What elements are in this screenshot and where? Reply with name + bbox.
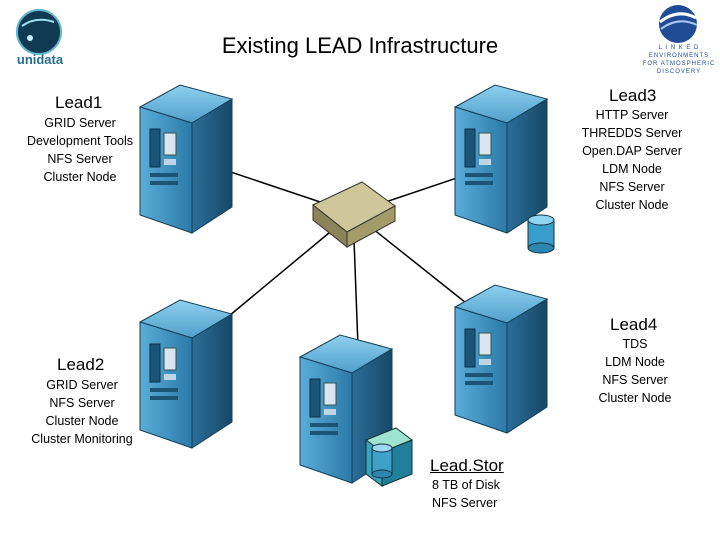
node-lead3-title: Lead3	[609, 86, 657, 105]
role: GRID Server	[44, 116, 116, 130]
role: Open.DAP Server	[582, 144, 682, 158]
node-leadstor-title: Lead.Stor	[430, 456, 504, 475]
lead-logo-line-3: FOR ATMOSPHERIC	[642, 61, 716, 67]
role: NFS Server	[49, 396, 115, 410]
server-lead1-icon	[139, 84, 233, 234]
unidata-logo: unidata	[8, 8, 70, 68]
role: 8 TB of Disk	[432, 478, 500, 492]
role: NFS Server	[599, 180, 665, 194]
node-lead4-roles: TDS LDM Node NFS Server Cluster Node	[575, 335, 695, 407]
unidata-logo-text: unidata	[16, 52, 64, 67]
role: HTTP Server	[595, 108, 669, 122]
node-lead1-title: Lead1	[55, 93, 103, 112]
node-lead2-title: Lead2	[57, 355, 105, 374]
role: Cluster Node	[45, 414, 119, 428]
node-lead3-roles: HTTP Server THREDDS Server Open.DAP Serv…	[572, 106, 692, 214]
role: TDS	[622, 337, 648, 351]
lead-logo-line-1: L I N K E D	[658, 45, 700, 51]
page-title: Existing LEAD Infrastructure	[221, 33, 499, 58]
role: NFS Server	[432, 496, 498, 510]
network-switch-icon	[312, 181, 396, 249]
role: NFS Server	[602, 373, 668, 387]
role: THREDDS Server	[581, 126, 683, 140]
server-lead2-icon	[139, 299, 233, 449]
node-lead1-roles: GRID Server Development Tools NFS Server…	[15, 114, 145, 186]
server-lead3-icon	[454, 84, 548, 234]
role: Cluster Node	[595, 198, 669, 212]
lead-logo: L I N K E D ENVIRONMENTS FOR ATMOSPHERIC…	[642, 4, 716, 78]
node-lead4-title: Lead4	[610, 315, 658, 334]
role: LDM Node	[605, 355, 665, 369]
role: Development Tools	[26, 134, 134, 148]
node-lead2-roles: GRID Server NFS Server Cluster Node Clus…	[17, 376, 147, 448]
role: Cluster Monitoring	[31, 432, 133, 446]
role: Cluster Node	[43, 170, 117, 184]
database-lead3-icon	[527, 214, 555, 254]
lead-logo-line-4: DISCOVERY	[656, 69, 702, 75]
role: NFS Server	[47, 152, 113, 166]
role: Cluster Node	[598, 391, 672, 405]
lead-logo-line-2: ENVIRONMENTS	[648, 53, 710, 59]
server-lead4-icon	[454, 284, 548, 434]
node-leadstor-roles: 8 TB of Disk NFS Server	[432, 476, 500, 512]
role: LDM Node	[602, 162, 662, 176]
storage-array-icon	[364, 427, 414, 487]
role: GRID Server	[46, 378, 118, 392]
